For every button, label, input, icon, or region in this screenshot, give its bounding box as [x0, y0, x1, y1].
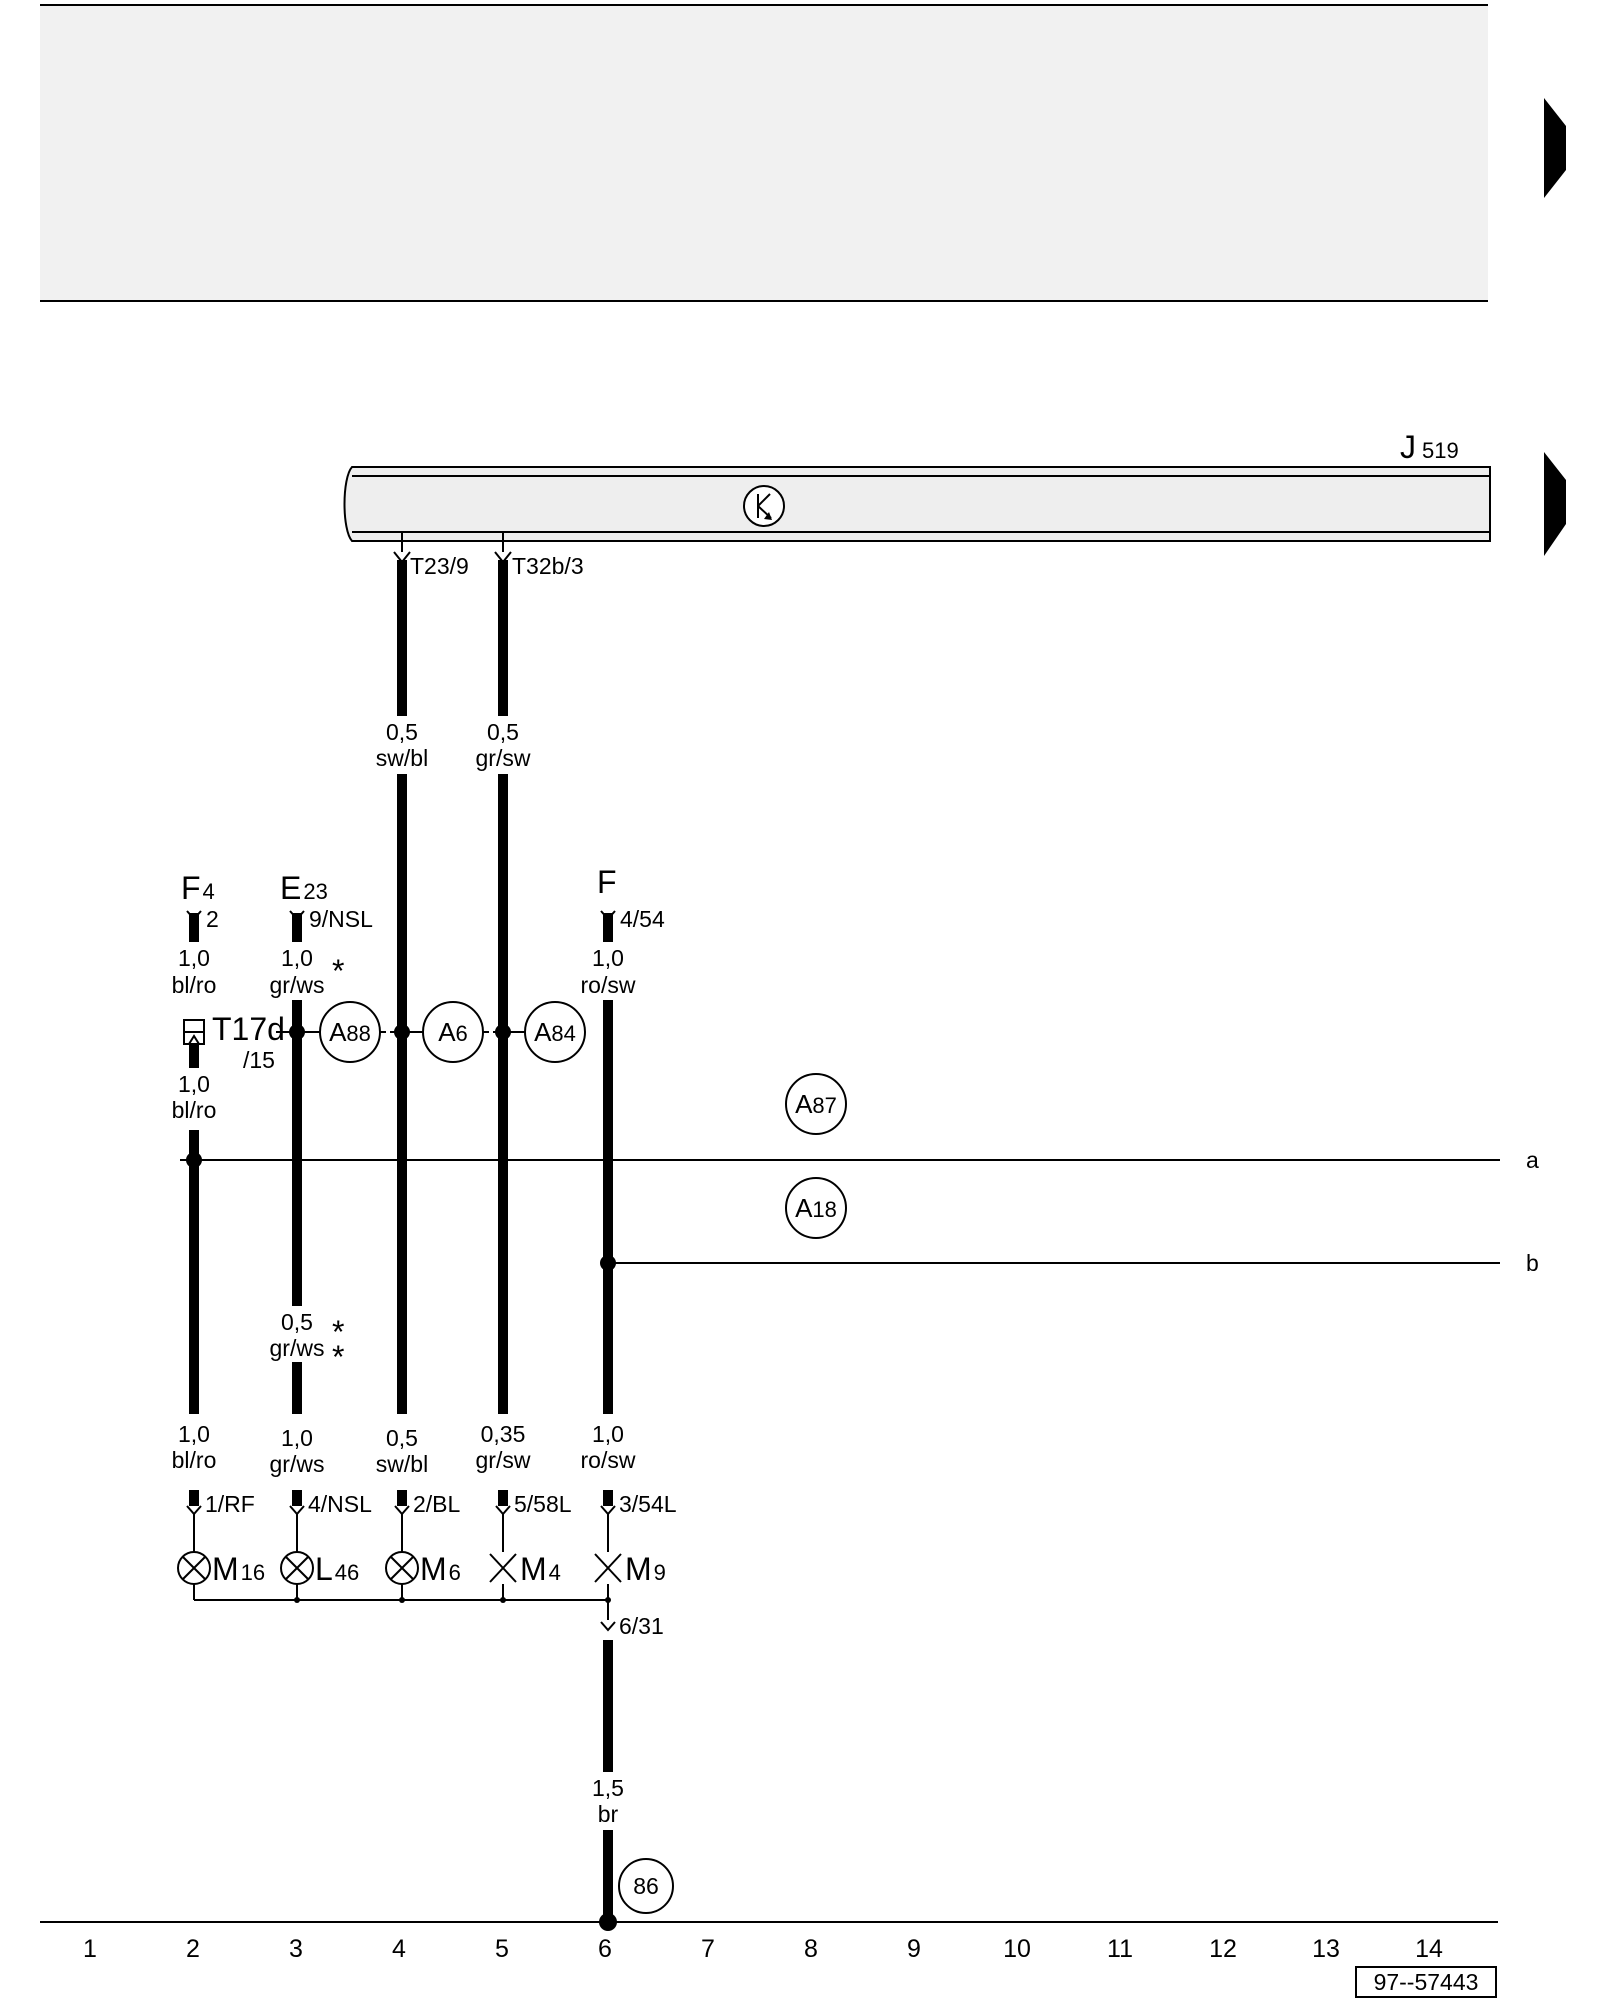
ruler-7: 7: [701, 1935, 715, 1963]
w2-top-color: bl/ro: [172, 972, 217, 998]
continuation-b: b: [1526, 1250, 1539, 1276]
ruler-14: 14: [1415, 1935, 1443, 1963]
w6-top-color: ro/sw: [581, 972, 636, 998]
bulb-m9-pin: 3/54L: [619, 1491, 677, 1517]
t32b-label: T32b/3: [512, 553, 584, 579]
switch-f-pin: 4/54: [620, 906, 665, 932]
t17d-pin: /15: [243, 1047, 275, 1073]
ruler-10: 10: [1003, 1935, 1031, 1963]
ruler-12: 12: [1209, 1935, 1237, 1963]
splice-a88-label: A88: [329, 1017, 371, 1047]
splice-a84-label: A84: [534, 1017, 576, 1047]
bulb-m9-label: M9: [625, 1551, 666, 1587]
splice-a6: [422, 1001, 484, 1063]
bulb-l46-icon: [280, 1551, 314, 1585]
w6-ground-color: br: [598, 1801, 619, 1827]
w2-top-size: 1,0: [178, 945, 210, 971]
w4-bot-size: 0,5: [386, 1425, 418, 1451]
bulb-m16-pin: 1/RF: [205, 1491, 255, 1517]
w5-top-color: gr/sw: [476, 745, 531, 771]
page-arrow-bottom-icon[interactable]: [1544, 452, 1566, 556]
ruler-1: 1: [83, 1935, 97, 1963]
switch-f-label: F: [597, 864, 617, 900]
reference-number: 97--57443: [1374, 1969, 1479, 1995]
bulb-l46-label: L46: [315, 1551, 359, 1587]
bulb-m6-label: M6: [420, 1551, 461, 1587]
ruler-6: 6: [598, 1935, 612, 1963]
splice-a87-label: A87: [795, 1089, 837, 1119]
bulb-m4-icon: [489, 1553, 517, 1583]
f4-pin: 2: [206, 906, 219, 932]
w4-top-size: 0,5: [386, 719, 418, 745]
bulb-m6-icon: [385, 1551, 419, 1585]
w5-bot-size: 0,35: [481, 1421, 526, 1447]
ground-86-label: 86: [633, 1873, 659, 1899]
w2-mid-size: 1,0: [178, 1071, 210, 1097]
ruler-3: 3: [289, 1935, 303, 1963]
splice-a18: [785, 1177, 847, 1239]
w3-top-color: gr/ws: [270, 972, 325, 998]
bulb-m4-label: M4: [520, 1551, 561, 1587]
ruler-5: 5: [495, 1935, 509, 1963]
w3-bot-size: 1,0: [281, 1425, 313, 1451]
e23-pin: 9/NSL: [309, 906, 373, 932]
w6-top-size: 1,0: [592, 945, 624, 971]
w2-bot-color: bl/ro: [172, 1447, 217, 1473]
bulb-m16-label: M16: [212, 1551, 265, 1587]
wires: [189, 560, 613, 1922]
w3-mid-color: gr/ws: [270, 1335, 325, 1361]
ruler-11: 11: [1107, 1935, 1133, 1963]
w6-ground-size: 1,5: [592, 1775, 624, 1801]
w3-mid-size: 0,5: [281, 1309, 313, 1335]
ruler-9: 9: [907, 1935, 921, 1963]
w5-bot-color: gr/sw: [476, 1447, 531, 1473]
bulb-m6-pin: 2/BL: [413, 1491, 461, 1517]
header-panel: [40, 5, 1488, 301]
w5-top-size: 0,5: [487, 719, 519, 745]
splice-a87: [785, 1073, 847, 1135]
bulb-m9-icon: [594, 1553, 622, 1583]
splice-a6-label: A6: [438, 1017, 468, 1047]
ruler-4: 4: [392, 1935, 406, 1963]
e23-label: E23: [280, 870, 328, 906]
w2-bot-size: 1,0: [178, 1421, 210, 1447]
t17d-connector-icon: [183, 1019, 205, 1045]
t17d-name: T17d: [212, 1011, 285, 1047]
ruler-numbers: 1 2 3 4 5 6 7 8 9 10 11 12 13 14: [83, 1935, 1443, 1963]
bulb-m16-icon: [177, 1551, 211, 1585]
w3-mid-star-1: *: [332, 1314, 344, 1350]
w3-top-size: 1,0: [281, 945, 313, 971]
bulb-m4-pin: 5/58L: [514, 1491, 572, 1517]
transistor-icon: [743, 485, 785, 527]
ground-86: [618, 1858, 674, 1914]
ruler-13: 13: [1312, 1935, 1340, 1963]
w6-bot-color: ro/sw: [581, 1447, 636, 1473]
w6-bot-size: 1,0: [592, 1421, 624, 1447]
splice-a84: [524, 1001, 586, 1063]
ground-point-pin: 6/31: [619, 1613, 664, 1639]
w3-bot-color: gr/ws: [270, 1451, 325, 1477]
w4-top-color: sw/bl: [376, 745, 428, 771]
control-unit-j519: [343, 466, 1491, 542]
w3-top-star: *: [332, 953, 344, 989]
ruler-8: 8: [804, 1935, 818, 1963]
reference-box: [1355, 1966, 1497, 1998]
page-arrow-top-icon[interactable]: [1544, 98, 1566, 198]
f4-label: F4: [181, 870, 215, 906]
w4-bot-color: sw/bl: [376, 1451, 428, 1477]
w2-mid-color: bl/ro: [172, 1097, 217, 1123]
ruler-2: 2: [186, 1935, 200, 1963]
splice-a18-label: A18: [795, 1193, 837, 1223]
bulb-l46-pin: 4/NSL: [308, 1491, 372, 1517]
splice-a88: [319, 1001, 381, 1063]
t23-label: T23/9: [410, 553, 469, 579]
continuation-a: a: [1526, 1147, 1539, 1173]
w3-mid-star-2: *: [332, 1339, 344, 1375]
